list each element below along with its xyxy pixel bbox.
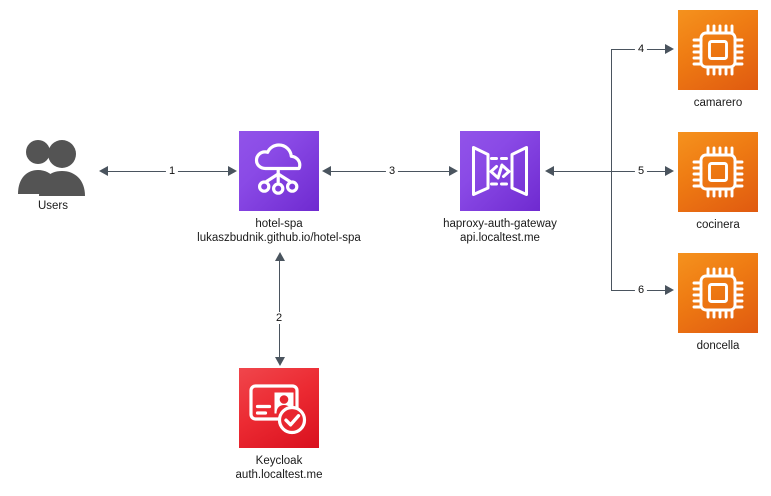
node-cocinera[interactable]: cocinera (678, 132, 758, 231)
node-keycloak-box[interactable] (239, 368, 319, 448)
users-icon (18, 140, 85, 196)
node-keycloak-label-line1: Keycloak (255, 455, 303, 467)
node-users-label: Users (37, 200, 69, 212)
node-keycloak[interactable]: Keycloak auth.localtest.me (236, 368, 322, 481)
node-hotel-spa-box[interactable] (239, 131, 319, 211)
node-doncella[interactable]: doncella (678, 253, 758, 352)
connector-3-arrowhead-right (449, 166, 458, 176)
connector-2-arrowhead-down (275, 357, 285, 366)
connector-2-line (279, 260, 281, 358)
node-haproxy-auth-gateway[interactable]: haproxy-auth-gateway api.localtest.me (443, 131, 557, 244)
node-keycloak-label-line2: auth.localtest.me (235, 469, 323, 481)
connector-2-arrowhead-up (275, 252, 285, 261)
microchip-icon (692, 267, 744, 319)
node-users[interactable]: Users (14, 136, 92, 212)
fanout-trunk-line (611, 49, 613, 291)
node-haproxy-box[interactable] (460, 131, 540, 211)
node-camarero-label: camarero (693, 97, 743, 109)
node-camarero[interactable]: camarero (678, 10, 758, 109)
connector-2-label: 2 (272, 312, 286, 324)
connector-4-label: 4 (634, 43, 648, 55)
connector-1-label: 1 (165, 165, 179, 177)
connector-3-label: 3 (385, 165, 399, 177)
node-hotel-spa[interactable]: hotel-spa lukaszbudnik.github.io/hotel-s… (197, 131, 361, 244)
microchip-icon (692, 24, 744, 76)
api-gateway-icon (472, 146, 528, 196)
cloud-cdn-icon (254, 143, 302, 195)
connector-5-arrowhead-right (665, 166, 674, 176)
connector-5-label: 5 (634, 165, 648, 177)
node-doncella-label: doncella (696, 340, 740, 352)
connector-4-arrowhead (665, 44, 674, 54)
connector-5-arrowhead-left (545, 166, 554, 176)
node-hotel-spa-label-line2: lukaszbudnik.github.io/hotel-spa (197, 232, 361, 244)
node-doncella-box[interactable] (678, 253, 758, 333)
connector-1-arrowhead-left (99, 166, 108, 176)
node-camarero-box[interactable] (678, 10, 758, 90)
node-haproxy-label-line1: haproxy-auth-gateway (443, 218, 557, 230)
identity-card-icon (249, 384, 307, 435)
connector-6-label: 6 (634, 284, 648, 296)
node-hotel-spa-label-line1: hotel-spa (255, 218, 303, 230)
node-cocinera-label: cocinera (696, 219, 740, 231)
connector-3-arrowhead-left (322, 166, 331, 176)
microchip-icon (692, 146, 744, 198)
connector-1-arrowhead-right (228, 166, 237, 176)
connector-6-arrowhead (665, 285, 674, 295)
node-hotel-spa-label: hotel-spa lukaszbudnik.github.io/hotel-s… (197, 217, 361, 245)
node-haproxy-label: haproxy-auth-gateway api.localtest.me (443, 217, 557, 245)
connector-5-line (553, 171, 668, 173)
node-haproxy-label-line2: api.localtest.me (460, 232, 540, 244)
node-keycloak-label: Keycloak auth.localtest.me (236, 454, 323, 482)
node-cocinera-box[interactable] (678, 132, 758, 212)
